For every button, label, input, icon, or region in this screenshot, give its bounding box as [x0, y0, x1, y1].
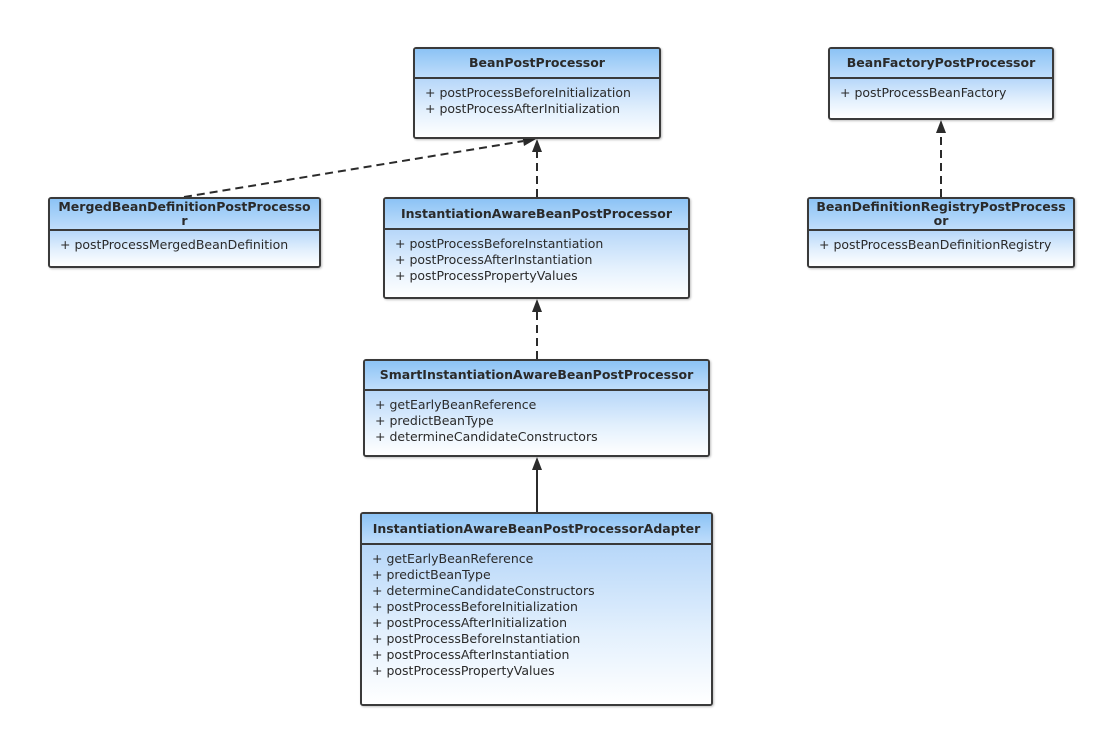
class-box-instantiation-aware-bean-post-processor-adapter[interactable]: InstantiationAwareBeanPostProcessorAdapt…	[360, 512, 713, 706]
method-item: + postProcessBeanDefinitionRegistry	[819, 237, 1052, 252]
method-item: + getEarlyBeanReference	[372, 551, 534, 566]
class-header: BeanPostProcessor	[415, 49, 659, 79]
arrowhead-icon	[532, 139, 542, 152]
class-name: InstantiationAwareBeanPostProcessor	[401, 205, 672, 221]
class-name: BeanFactoryPostProcessor	[846, 55, 1036, 70]
class-box-bean-post-processor[interactable]: BeanPostProcessor + postProcessBeforeInit…	[413, 47, 661, 139]
method-item: + determineCandidateConstructors	[372, 583, 595, 598]
method-item: + postProcessAfterInstantiation	[395, 252, 593, 267]
method-item: + postProcessPropertyValues	[372, 663, 555, 678]
class-name: MergedBeanDefinitionPostProcessor	[58, 199, 311, 228]
method-item: + postProcessAfterInstantiation	[372, 647, 570, 662]
arrowhead-icon	[532, 457, 542, 470]
class-methods: + getEarlyBeanReference+ predictBeanType…	[365, 391, 708, 455]
class-methods: + getEarlyBeanReference+ predictBeanType…	[362, 545, 711, 704]
method-item: + postProcessBeanFactory	[840, 85, 1007, 100]
method-item: + postProcessBeforeInitialization	[372, 599, 578, 614]
method-item: + postProcessBeforeInstantiation	[372, 631, 581, 646]
method-item: + determineCandidateConstructors	[375, 429, 598, 444]
class-box-bean-factory-post-processor[interactable]: BeanFactoryPostProcessor + postProcessBea…	[828, 47, 1054, 120]
arrowhead-icon	[936, 120, 946, 133]
class-box-bean-definition-registry-post-processor[interactable]: BeanDefinitionRegistryPostProcessor + pos…	[807, 197, 1075, 268]
class-methods: + postProcessBeanDefinitionRegistry	[809, 231, 1073, 266]
method-item: + postProcessAfterInitialization	[425, 101, 621, 116]
method-item: + postProcessMergedBeanDefinition	[60, 237, 289, 252]
relation-line-realization	[183, 140, 524, 198]
method-item: + postProcessBeforeInitialization	[425, 85, 631, 100]
class-name: SmartInstantiationAwareBeanPostProcessor	[379, 367, 694, 382]
method-item: + predictBeanType	[372, 567, 491, 582]
arrowhead-icon	[532, 299, 542, 312]
method-item: + postProcessPropertyValues	[395, 268, 578, 283]
class-box-smart-instantiation-aware-bean-post-processor[interactable]: SmartInstantiationAwareBeanPostProcessor…	[363, 359, 710, 457]
class-methods: + postProcessMergedBeanDefinition	[50, 231, 319, 266]
class-header: InstantiationAwareBeanPostProcessorAdapt…	[362, 514, 711, 545]
class-name: BeanDefinitionRegistryPostProcessor	[816, 199, 1066, 228]
class-box-merged-bean-definition-post-processor[interactable]: MergedBeanDefinitionPostProcessor + postP…	[48, 197, 321, 268]
class-box-instantiation-aware-bean-post-processor[interactable]: InstantiationAwareBeanPostProcessor + pos…	[383, 197, 690, 299]
method-item: + getEarlyBeanReference	[375, 397, 537, 412]
class-methods: + postProcessBeanFactory	[830, 79, 1052, 118]
method-item: + postProcessBeforeInstantiation	[395, 236, 604, 251]
class-header: SmartInstantiationAwareBeanPostProcessor	[365, 361, 708, 391]
class-header: BeanFactoryPostProcessor	[830, 49, 1052, 79]
class-name: BeanPostProcessor	[469, 55, 605, 70]
class-methods: + postProcessBeforeInstantiation+ postPr…	[385, 230, 688, 297]
method-item: + postProcessAfterInitialization	[372, 615, 568, 630]
class-header: MergedBeanDefinitionPostProcessor	[50, 199, 319, 231]
class-name: InstantiationAwareBeanPostProcessorAdapt…	[372, 520, 701, 536]
class-header: InstantiationAwareBeanPostProcessor	[385, 199, 688, 230]
class-methods: + postProcessBeforeInitialization+ postP…	[415, 79, 659, 137]
method-item: + predictBeanType	[375, 413, 494, 428]
class-header: BeanDefinitionRegistryPostProcessor	[809, 199, 1073, 231]
